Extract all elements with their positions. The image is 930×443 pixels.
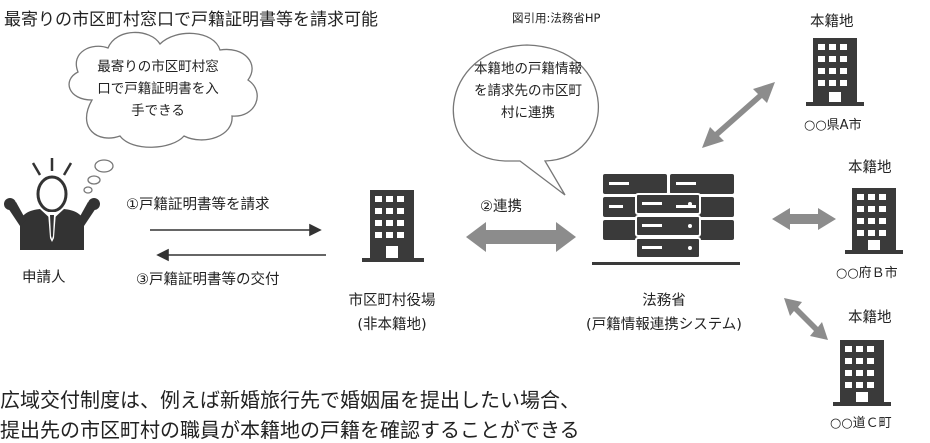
- speech-bubble: [452, 44, 600, 196]
- registry-a-header: 本籍地: [810, 14, 854, 30]
- thought-bubble: [68, 31, 258, 194]
- headline: 最寄りの市区町村窓口で戸籍証明書等を請求可能: [4, 10, 378, 30]
- link-arrow: [466, 222, 576, 252]
- source-credit: 図引用:法務省HP: [512, 11, 601, 25]
- registry-c-header: 本籍地: [848, 310, 892, 326]
- registry-b-header: 本籍地: [848, 160, 892, 176]
- link-arrow-a: [702, 82, 775, 148]
- request-arrow: [150, 223, 322, 237]
- registry-b-name: ○○府Ｂ市: [836, 266, 898, 281]
- registry-c-name: ○○道Ｃ町: [830, 416, 892, 431]
- registry-building-icon-a: [806, 38, 864, 106]
- request-label: ①戸籍証明書等を請求: [126, 197, 270, 213]
- municipal-office-icon: [362, 190, 424, 262]
- registry-a-name: ○○県A市: [804, 118, 862, 133]
- server-icon: [592, 174, 740, 265]
- office-sublabel: (非本籍地): [357, 317, 427, 333]
- link-label: ②連携: [480, 199, 522, 215]
- link-arrow-c: [784, 298, 828, 340]
- office-label: 市区町村役場: [348, 293, 436, 309]
- link-arrow-b: [772, 208, 836, 230]
- ministry-sublabel: (戸籍情報連携システム): [586, 317, 742, 333]
- ministry-label: 法務省: [642, 293, 686, 309]
- registry-building-icon-b: [845, 188, 903, 254]
- thought-bubble-text: 最寄りの市区町村窓口で戸籍証明書を入手できる: [97, 59, 219, 119]
- applicant-label: 申請人: [22, 270, 66, 286]
- body-text-line-1: 広域交付制度は、例えば新婚旅行先で婚姻届を提出したい場合、: [0, 388, 580, 412]
- issue-arrow: [156, 248, 326, 262]
- issue-label: ③戸籍証明書等の交付: [136, 272, 280, 288]
- speech-bubble-text: 本籍地の戸籍情報を請求先の市区町村に連携: [474, 61, 582, 121]
- system-diagram: [4, 31, 903, 406]
- applicant-icon: [4, 158, 100, 250]
- body-text-line-2: 提出先の市区町村の職員が本籍地の戸籍を確認することができる: [0, 418, 580, 442]
- registry-building-icon-c: [833, 340, 891, 406]
